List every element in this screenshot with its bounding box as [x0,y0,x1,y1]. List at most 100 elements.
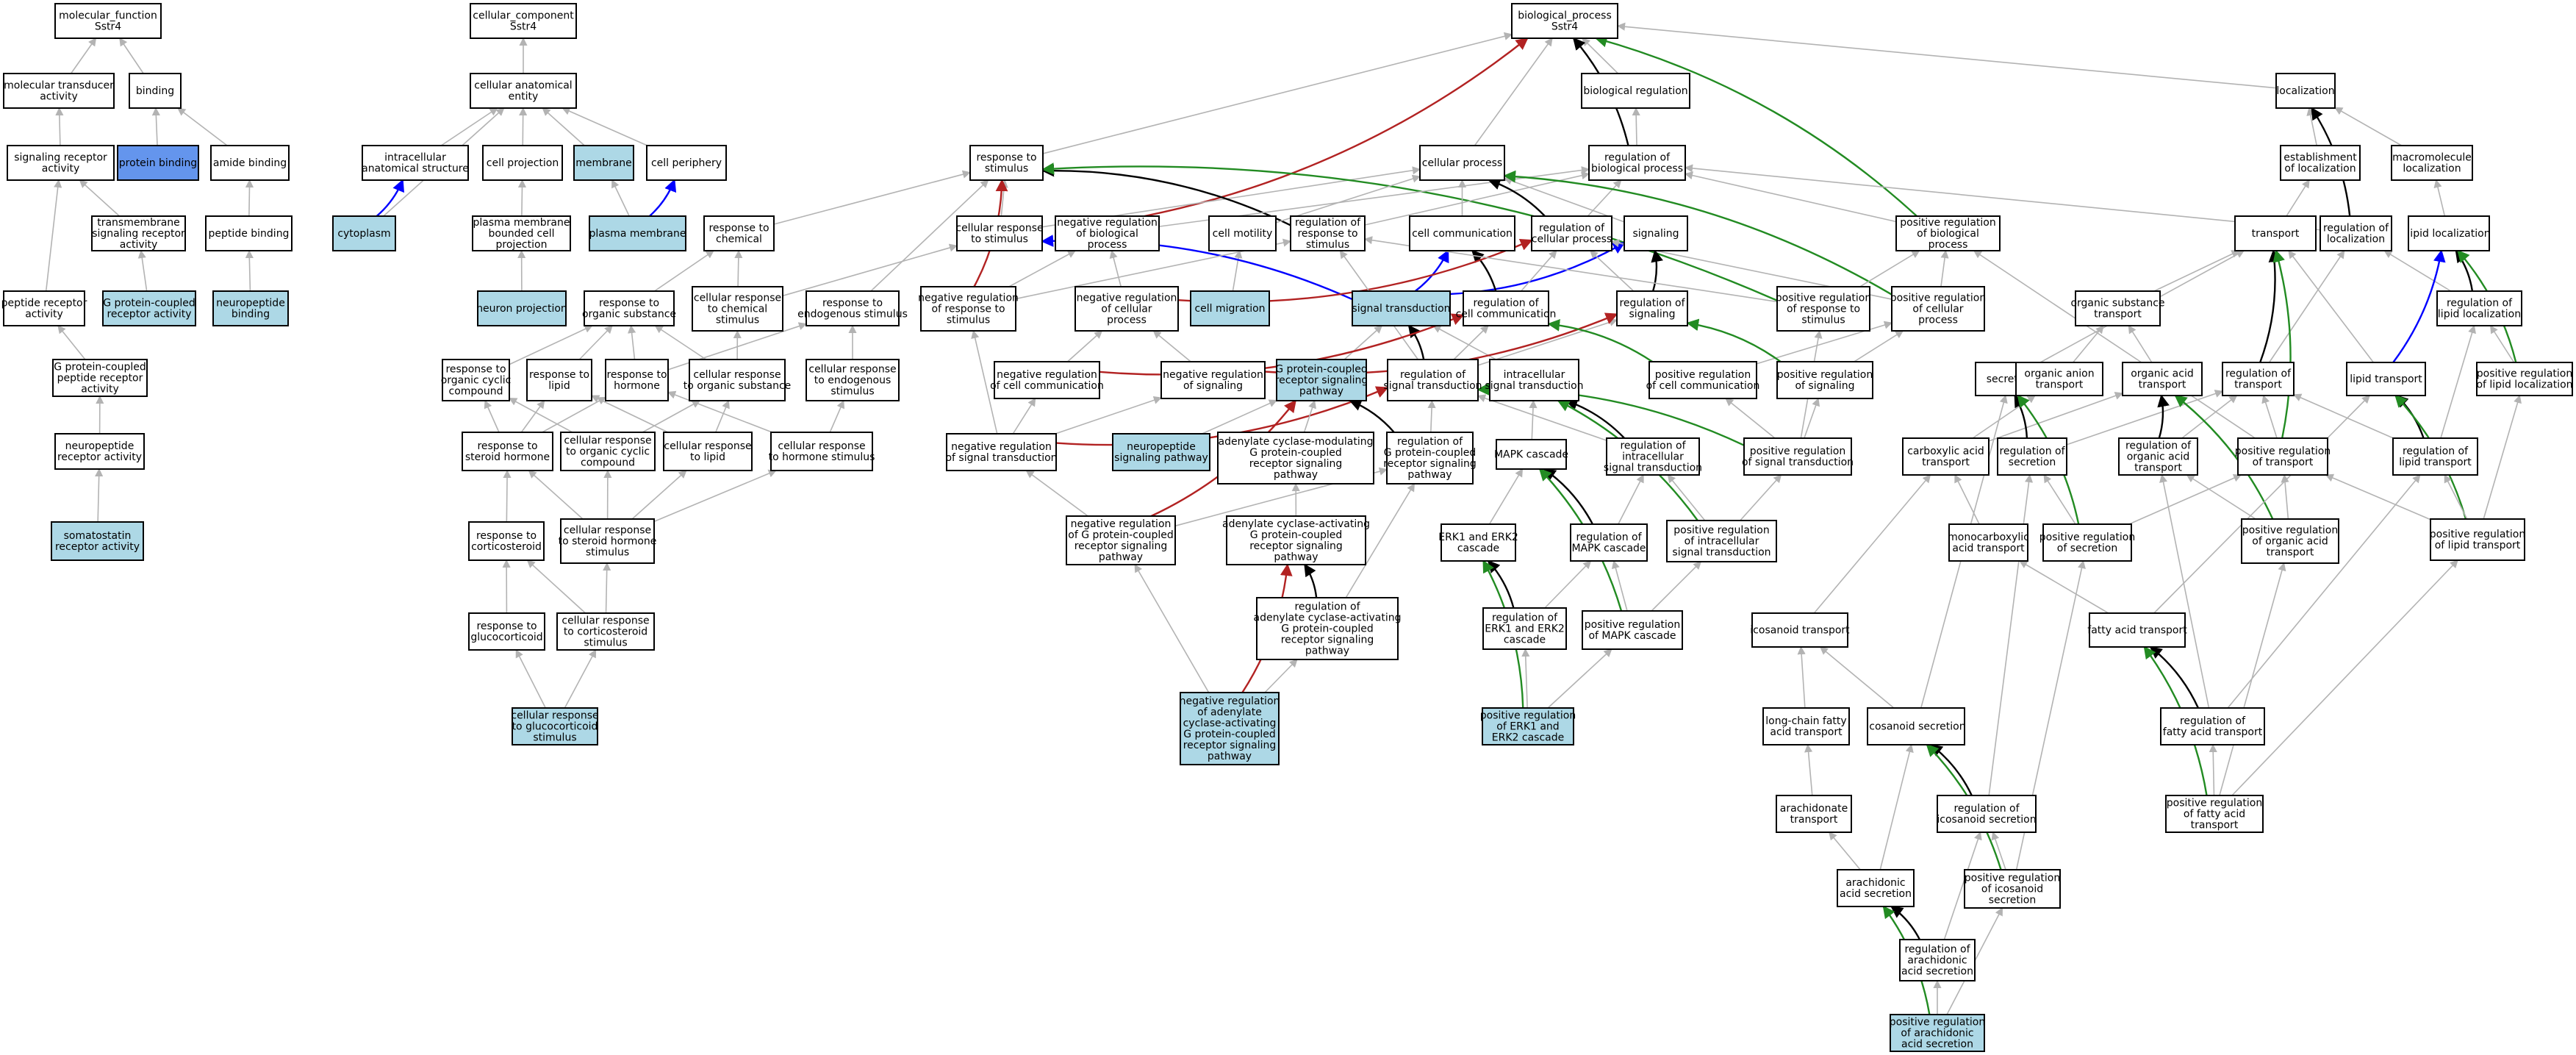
node-ccomm[interactable]: cell communication [1409,215,1515,251]
node-lloc[interactable]: lipid localization [2407,215,2491,251]
node-st[interactable]: signal transduction [1352,290,1451,326]
node-pepb[interactable]: peptide binding [205,215,293,251]
node-transp[interactable]: transport [2234,215,2317,251]
node-breg[interactable]: biological regulation [1581,73,1690,109]
node-amide[interactable]: amide binding [210,145,290,181]
node-cproj[interactable]: cell projection [482,145,563,181]
node-sig[interactable]: signaling [1624,215,1688,251]
node-nproj[interactable]: neuron projection [476,290,567,326]
node-cyto[interactable]: cytoplasm [332,215,396,251]
node-cmig[interactable]: cell migration [1190,290,1270,326]
node-icos[interactable]: icosanoid secretion [1866,707,1966,745]
node-lt[interactable]: lipid transport [2346,362,2426,396]
node-pm[interactable]: plasma membrane [589,215,686,251]
node-icot[interactable]: icosanoid transport [1750,612,1850,648]
node-mapk[interactable]: MAPK cascade [1494,439,1568,470]
node-bind[interactable]: binding [129,73,182,109]
node-cmot[interactable]: cell motility [1208,215,1277,251]
node-memb[interactable]: membrane [573,145,634,181]
node-cper[interactable]: cell periphery [646,145,727,181]
node-cp[interactable]: cellular process [1419,145,1505,181]
